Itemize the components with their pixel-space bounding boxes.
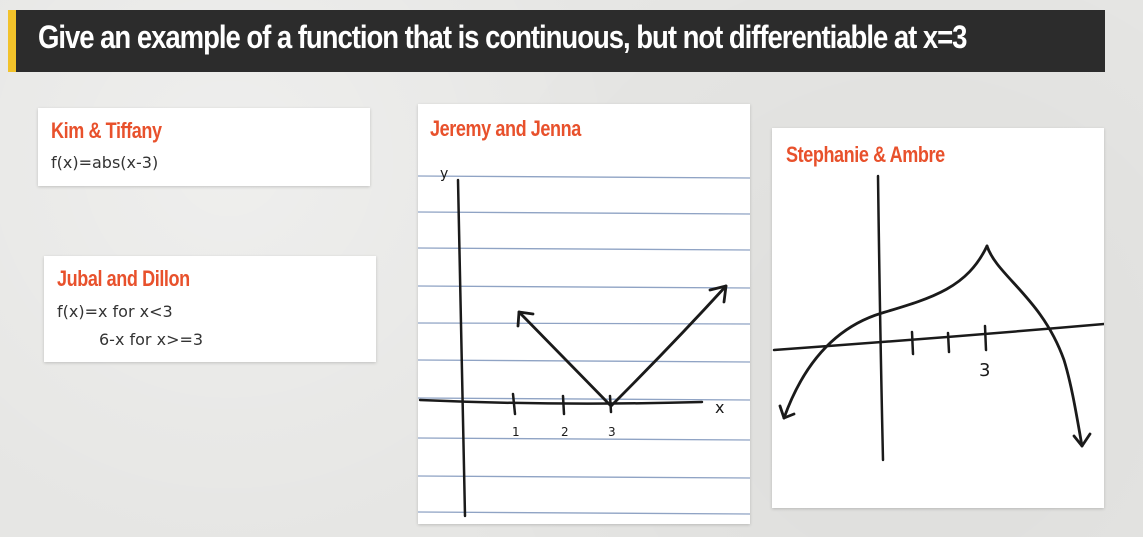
tick-label: 2 xyxy=(561,425,569,439)
curve xyxy=(778,244,1092,448)
response-card-jeremy-jenna[interactable]: y x 1 2 3 Jeremy and Jenna xyxy=(418,104,750,524)
x-axis-label: x xyxy=(715,398,724,417)
card-author: Jubal and Dillon xyxy=(57,266,190,291)
tick-label: 3 xyxy=(608,425,616,439)
card-text: f(x)=abs(x-3) xyxy=(51,153,159,172)
card-text: 6-x for x>=3 xyxy=(99,330,204,349)
card-author: Stephanie & Ambre xyxy=(786,142,945,167)
y-axis-label: y xyxy=(440,166,448,182)
card-text: f(x)=x for x<3 xyxy=(57,302,173,321)
tick-label: 3 xyxy=(979,360,990,381)
page-title: Give an example of a function that is co… xyxy=(38,19,967,55)
card-author: Jeremy and Jenna xyxy=(430,116,581,141)
tick-label: 1 xyxy=(512,425,520,439)
hand-drawn-graph: 3 xyxy=(772,174,1104,462)
tick-marks xyxy=(910,324,988,356)
title-banner: Give an example of a function that is co… xyxy=(8,10,1105,72)
axes xyxy=(772,174,1104,462)
response-card-kim-tiffany[interactable]: Kim & Tiffany f(x)=abs(x-3) xyxy=(38,108,370,186)
axes xyxy=(418,178,704,518)
response-card-jubal-dillon[interactable]: Jubal and Dillon f(x)=x for x<3 6-x for … xyxy=(44,256,376,362)
v-graph xyxy=(516,284,728,408)
notebook-lines xyxy=(418,175,750,515)
card-author: Kim & Tiffany xyxy=(51,118,162,143)
response-card-stephanie-ambre[interactable]: 3 Stephanie & Ambre xyxy=(772,128,1104,508)
hand-drawn-graph: y x 1 2 3 xyxy=(418,166,750,518)
